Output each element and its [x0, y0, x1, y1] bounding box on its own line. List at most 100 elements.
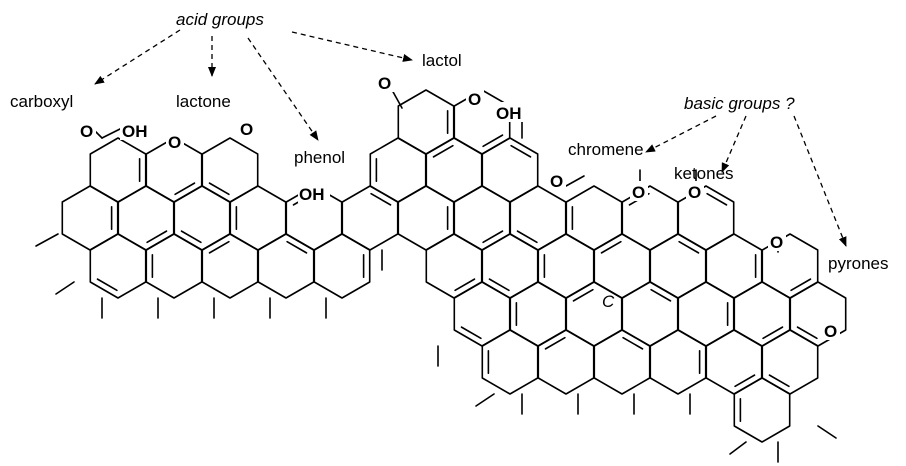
label-lactol: lactol	[422, 51, 462, 70]
double-bond-line	[762, 326, 784, 340]
hexagon-ring	[453, 185, 511, 251]
substituent-bond	[55, 281, 75, 295]
double-bond-line	[482, 230, 504, 244]
label-basic-groups: basic groups ?	[684, 94, 795, 113]
label-ketones: ketones	[674, 164, 734, 183]
hexagon-ring	[341, 185, 399, 251]
hexagon-ring	[705, 329, 763, 395]
atom-o-pyrone-ring: O	[822, 320, 840, 341]
atom-oh-lactol: OH	[494, 102, 528, 123]
functional-group-bonds	[35, 89, 837, 463]
hexagon-ring	[89, 233, 147, 299]
hexagon-ring	[117, 185, 175, 251]
double-bond-line	[572, 288, 594, 302]
atom-o-ketone-2: O	[686, 181, 704, 202]
substituent-bond	[817, 425, 837, 439]
double-bond-line	[286, 240, 308, 254]
atom-o-lactol-carbonyl: O	[376, 72, 394, 93]
substituent-bond	[35, 233, 59, 247]
double-bond-line	[600, 240, 622, 254]
hexagon-ring	[481, 233, 539, 299]
hexagon-ring	[481, 137, 539, 203]
hexagon-ring	[677, 281, 735, 347]
hexagon-ring	[593, 329, 651, 395]
hexagon-ring	[761, 329, 819, 395]
double-bond-line	[544, 336, 566, 350]
svg-text:OH: OH	[299, 185, 325, 204]
double-bond-line	[432, 144, 454, 158]
graphene-lattice	[61, 89, 847, 443]
hexagon-ring	[89, 137, 147, 203]
substituent-bond	[475, 393, 495, 407]
double-bond-line	[768, 374, 790, 388]
hexagon-ring	[173, 185, 231, 251]
svg-text:O: O	[688, 183, 701, 202]
hexagon-ring	[509, 281, 567, 347]
double-bond-line	[622, 336, 644, 350]
atom-o-chromene: O	[548, 170, 566, 191]
hexagon-ring	[313, 233, 371, 299]
double-bond-line	[96, 278, 118, 292]
atom-o-lactol-ring: O	[466, 88, 484, 109]
double-bond-line	[482, 134, 504, 148]
hexagon-ring	[145, 233, 203, 299]
substituent-bond	[391, 89, 403, 109]
hexagon-ring	[257, 233, 315, 299]
ring-label-c: C	[602, 292, 615, 311]
atom-labels: O OH O O OH O O OH O O O O O C	[78, 72, 840, 341]
arrow-basic-to-pyrones	[793, 115, 847, 247]
double-bond-line	[174, 182, 196, 196]
atom-o-pyrone-carbonyl: O	[768, 231, 786, 252]
svg-text:O: O	[378, 74, 391, 93]
hexagon-ring	[201, 233, 259, 299]
svg-text:O: O	[770, 233, 783, 252]
hexagon-ring	[425, 233, 483, 299]
label-chromene: chromene	[568, 140, 644, 159]
arrow-acid-to-phenol	[247, 37, 319, 141]
hexagon-ring	[61, 185, 119, 251]
atom-o-lactone-ring: O	[166, 131, 184, 152]
hexagon-ring	[649, 329, 707, 395]
hexagon-ring	[453, 281, 511, 347]
svg-text:OH: OH	[122, 122, 148, 141]
double-bond-line	[454, 278, 476, 292]
hexagon-ring	[733, 281, 791, 347]
atom-oh-phenol: OH	[298, 183, 330, 204]
double-bond-line	[208, 240, 230, 254]
svg-text:O: O	[824, 322, 837, 341]
double-bond-line	[146, 230, 168, 244]
double-bond-line	[208, 182, 230, 196]
double-bond-line	[796, 326, 818, 340]
double-bond-line	[180, 230, 202, 244]
hexagon-ring	[705, 233, 763, 299]
double-bond-line	[460, 326, 482, 340]
hexagon-ring	[537, 233, 595, 299]
atom-o-ketone-1: O	[630, 181, 648, 202]
hexagon-ring	[565, 185, 623, 251]
atom-o-lactone-carbonyl: O	[238, 118, 256, 139]
arrow-basic-to-ketones	[721, 115, 747, 173]
svg-text:O: O	[632, 183, 645, 202]
hexagon-ring	[481, 329, 539, 395]
hexagon-ring	[593, 233, 651, 299]
hexagon-ring	[369, 137, 427, 203]
annotation-labels: acid groups basic groups ? carboxyl lact…	[10, 10, 888, 273]
hexagon-ring	[397, 89, 455, 155]
svg-text:O: O	[550, 172, 563, 191]
double-bond-line	[516, 230, 538, 244]
atom-oh-carboxyl: OH	[120, 120, 156, 141]
hexagon-ring	[201, 137, 259, 203]
label-lactone: lactone	[176, 92, 231, 111]
double-bond-line	[510, 144, 532, 158]
svg-text:OH: OH	[496, 104, 522, 123]
svg-text:O: O	[240, 120, 253, 139]
hexagon-ring	[425, 137, 483, 203]
hexagon-ring	[621, 281, 679, 347]
double-bond-line	[370, 192, 392, 206]
label-acid-groups: acid groups	[176, 10, 264, 29]
hexagon-ring	[229, 185, 287, 251]
svg-text:O: O	[468, 90, 481, 109]
arrow-basic-to-chromene	[645, 115, 717, 153]
